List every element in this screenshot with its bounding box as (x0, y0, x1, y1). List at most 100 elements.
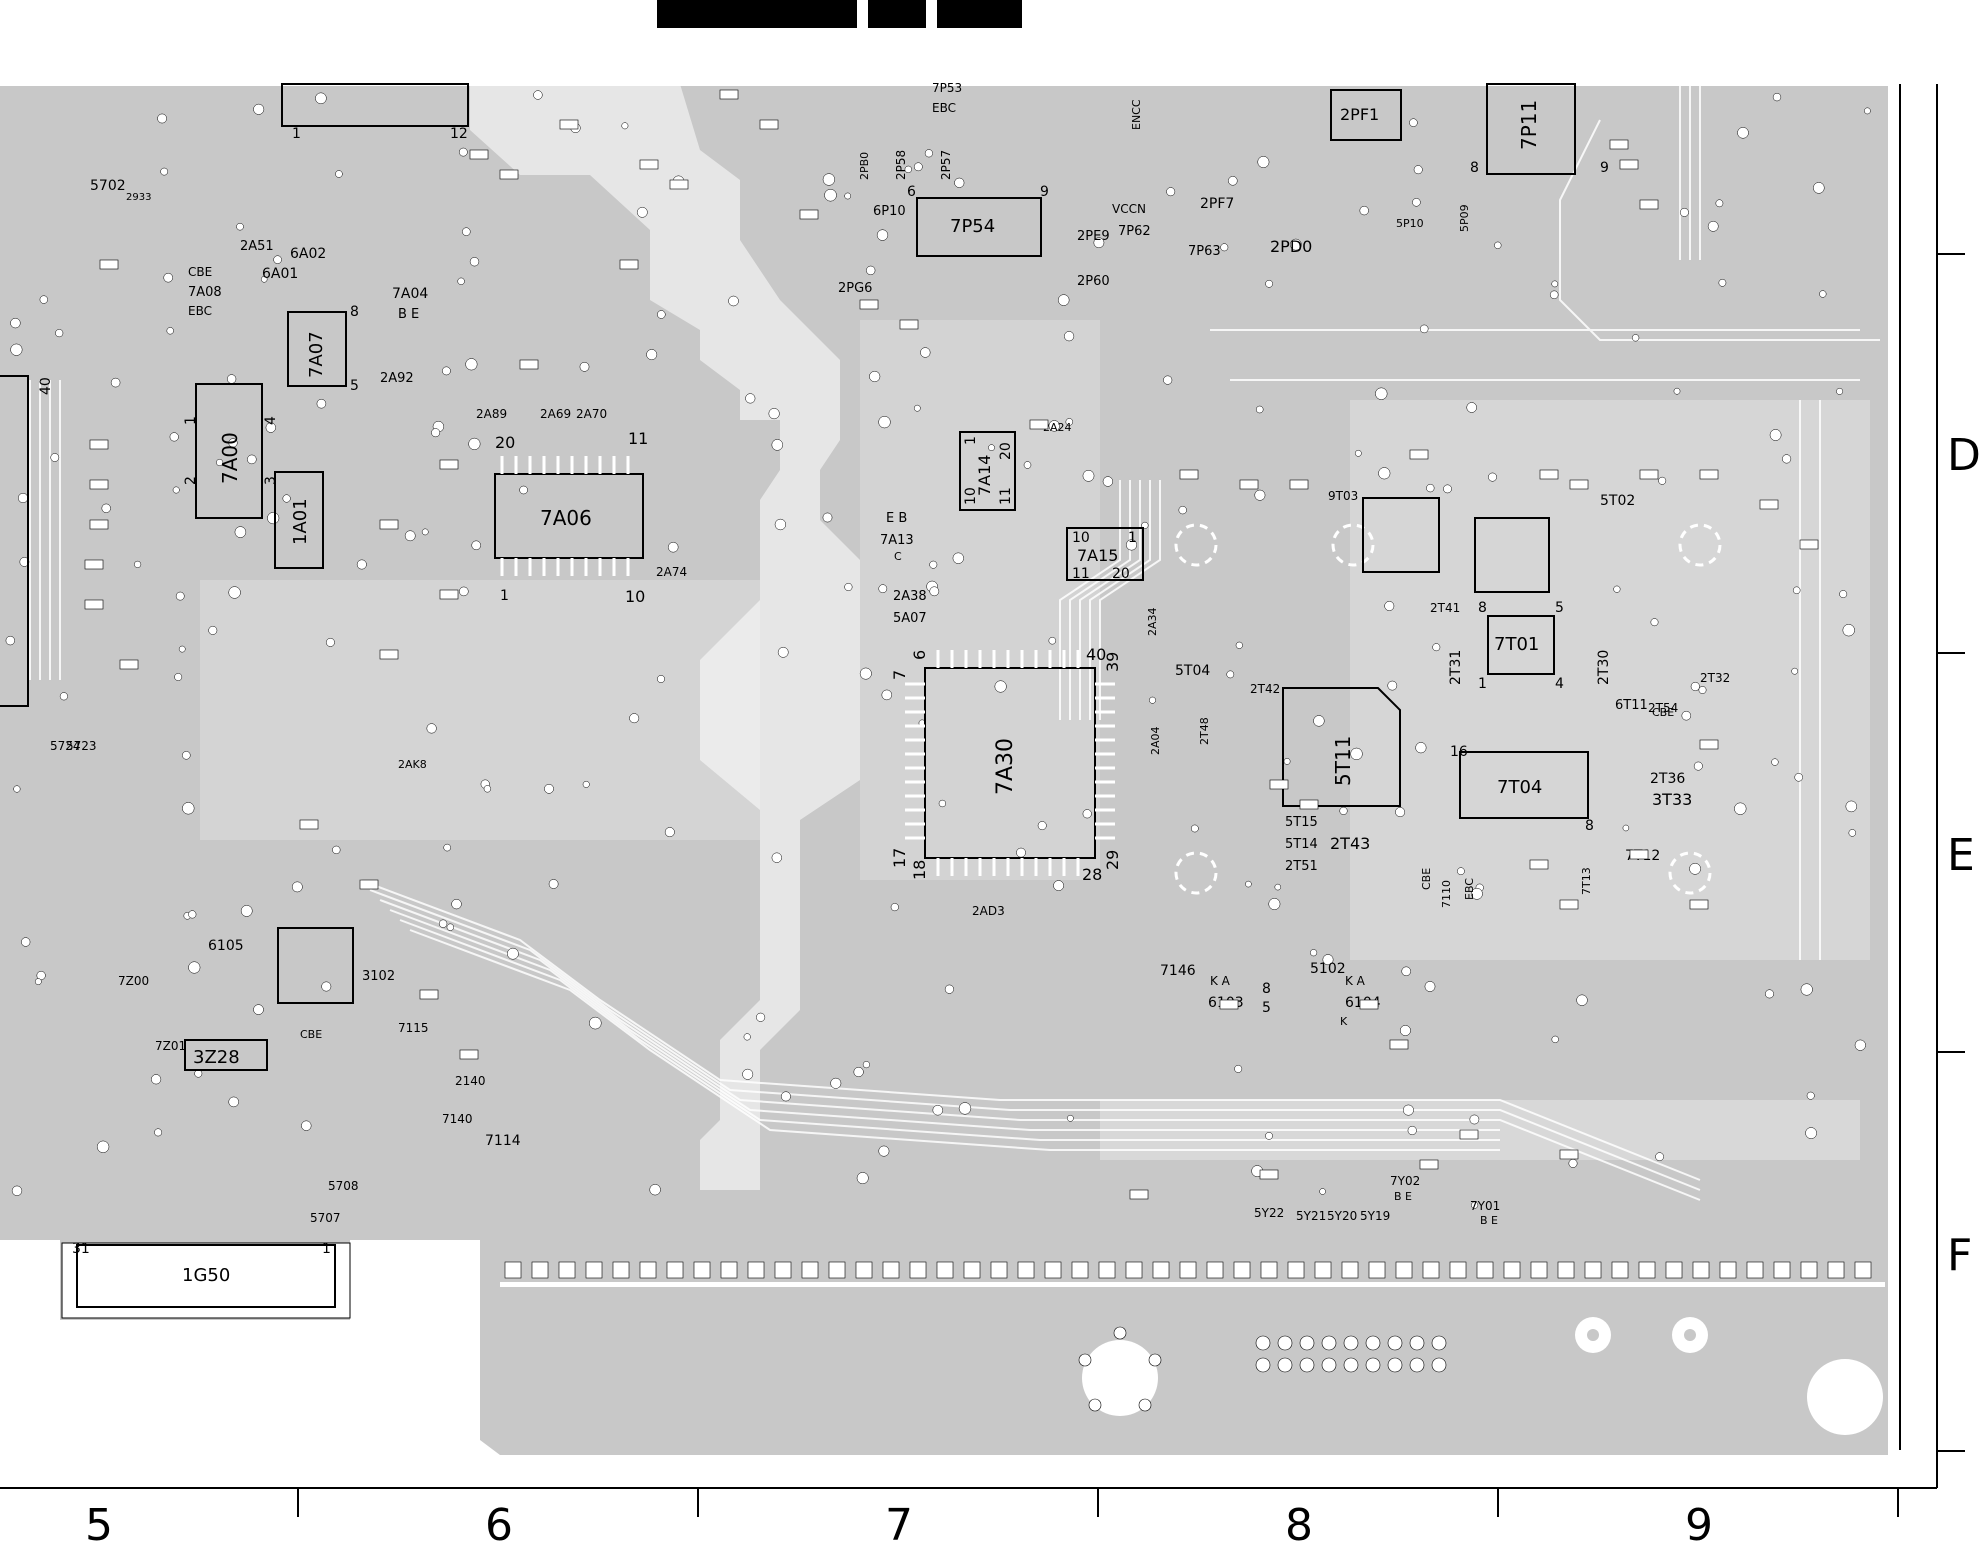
mounting-hole-4 (1082, 1340, 1158, 1416)
edge-pad (1827, 1261, 1845, 1279)
via (582, 780, 590, 788)
via (1457, 867, 1465, 876)
via (1375, 387, 1388, 400)
edge-pad (1800, 1261, 1818, 1279)
via (544, 783, 554, 794)
row-labels: D E F (1947, 430, 1981, 1281)
label-7y02: 7Y02 (1390, 1174, 1420, 1188)
via (468, 437, 481, 450)
via (451, 898, 462, 910)
column-label-5: 5 (85, 1500, 113, 1548)
via (1673, 387, 1681, 395)
pin-a30-br29: 29 (1103, 850, 1122, 870)
label-2t32: 2T32 (1700, 671, 1730, 685)
pin-a14-20: 20 (998, 442, 1014, 460)
label-7140: 7140 (442, 1112, 473, 1126)
mounting-hole-4-p3 (1148, 1353, 1162, 1367)
edge-pad (1233, 1261, 1251, 1279)
edge-pad (1395, 1261, 1413, 1279)
via (589, 1016, 602, 1030)
label-6t11: 6T11 (1615, 698, 1648, 713)
label-2p57: 2P57 (939, 150, 953, 180)
label-7146: 7146 (1160, 963, 1196, 979)
label-7a06: 7A06 (540, 506, 592, 530)
small-part-tag (439, 589, 459, 600)
small-part-tag (1359, 999, 1379, 1010)
via (728, 295, 739, 307)
label-7t13: 7T13 (1580, 867, 1593, 895)
small-part-tag (1639, 469, 1659, 480)
label-5a07: 5A07 (893, 611, 927, 626)
via (1413, 165, 1423, 175)
via (1805, 1127, 1817, 1139)
small-part-tag (719, 89, 739, 100)
via (1401, 966, 1411, 977)
pin-a07-8: 8 (350, 304, 359, 320)
pin-a15-1: 1 (1128, 530, 1137, 546)
connector-pad (1409, 1357, 1425, 1373)
via (1737, 127, 1749, 139)
mounting-hole-4-p2 (1078, 1353, 1092, 1367)
via (830, 1077, 842, 1089)
edge-pad (828, 1261, 846, 1279)
edge-pad (801, 1261, 819, 1279)
via (866, 265, 876, 276)
edge-pad (1017, 1261, 1035, 1279)
via (172, 486, 180, 494)
via (780, 1091, 791, 1102)
via (335, 170, 343, 178)
small-part-tag (1269, 779, 1289, 790)
via (646, 349, 658, 361)
small-part-tag (84, 599, 104, 610)
via (1125, 539, 1138, 551)
small-part-tag (89, 519, 109, 530)
via (853, 1066, 864, 1078)
connector-pad-row (1255, 1335, 1447, 1373)
via (1549, 290, 1559, 300)
edge-pad (1503, 1261, 1521, 1279)
chip-7t04-body (1459, 751, 1589, 819)
label-2140: 2140 (455, 1074, 486, 1088)
label-2a92: 2A92 (380, 371, 414, 386)
via (34, 978, 42, 985)
via (166, 327, 174, 335)
pin-p54-9: 9 (1040, 184, 1049, 200)
via (1319, 1188, 1326, 1195)
chip-7a30-body (924, 667, 1096, 859)
via (1057, 294, 1070, 306)
via (1769, 429, 1782, 441)
via (17, 492, 29, 504)
via (844, 192, 852, 200)
mounting-hole-4-p4 (1088, 1398, 1102, 1412)
pin-a15-11: 11 (1072, 566, 1090, 582)
chip-7a07-body (287, 311, 347, 387)
via (657, 310, 666, 319)
edge-pad (720, 1261, 738, 1279)
label-7a00: 7A00 (218, 432, 242, 484)
label-3z28: 3Z28 (193, 1047, 240, 1068)
chip-7a30-leads (905, 650, 1115, 876)
chip-7112-body (277, 927, 354, 1004)
via (443, 843, 451, 852)
edge-pad (855, 1261, 873, 1279)
pin-a00-3: 3 (263, 476, 279, 485)
copper-voids (0, 84, 1888, 1190)
via (742, 1068, 754, 1080)
label-7p54: 7P54 (950, 216, 995, 237)
label-2a04: 2A04 (1149, 726, 1162, 755)
chip-7t01-body (1487, 615, 1555, 675)
via (1226, 670, 1235, 679)
small-part-tag (1029, 419, 1049, 430)
via (1313, 715, 1325, 727)
column-label-6: 6 (485, 1500, 513, 1548)
via (1354, 449, 1362, 457)
small-part-tag (1699, 739, 1719, 750)
pin-a30-tr: 6 (910, 650, 929, 660)
label-2p58: 2P58 (894, 150, 908, 180)
via (1690, 681, 1700, 692)
via (160, 167, 169, 176)
via (442, 366, 451, 376)
connector-pad (1387, 1357, 1403, 1373)
edge-pad (693, 1261, 711, 1279)
marker-cbe-4: CBE (300, 1028, 322, 1041)
